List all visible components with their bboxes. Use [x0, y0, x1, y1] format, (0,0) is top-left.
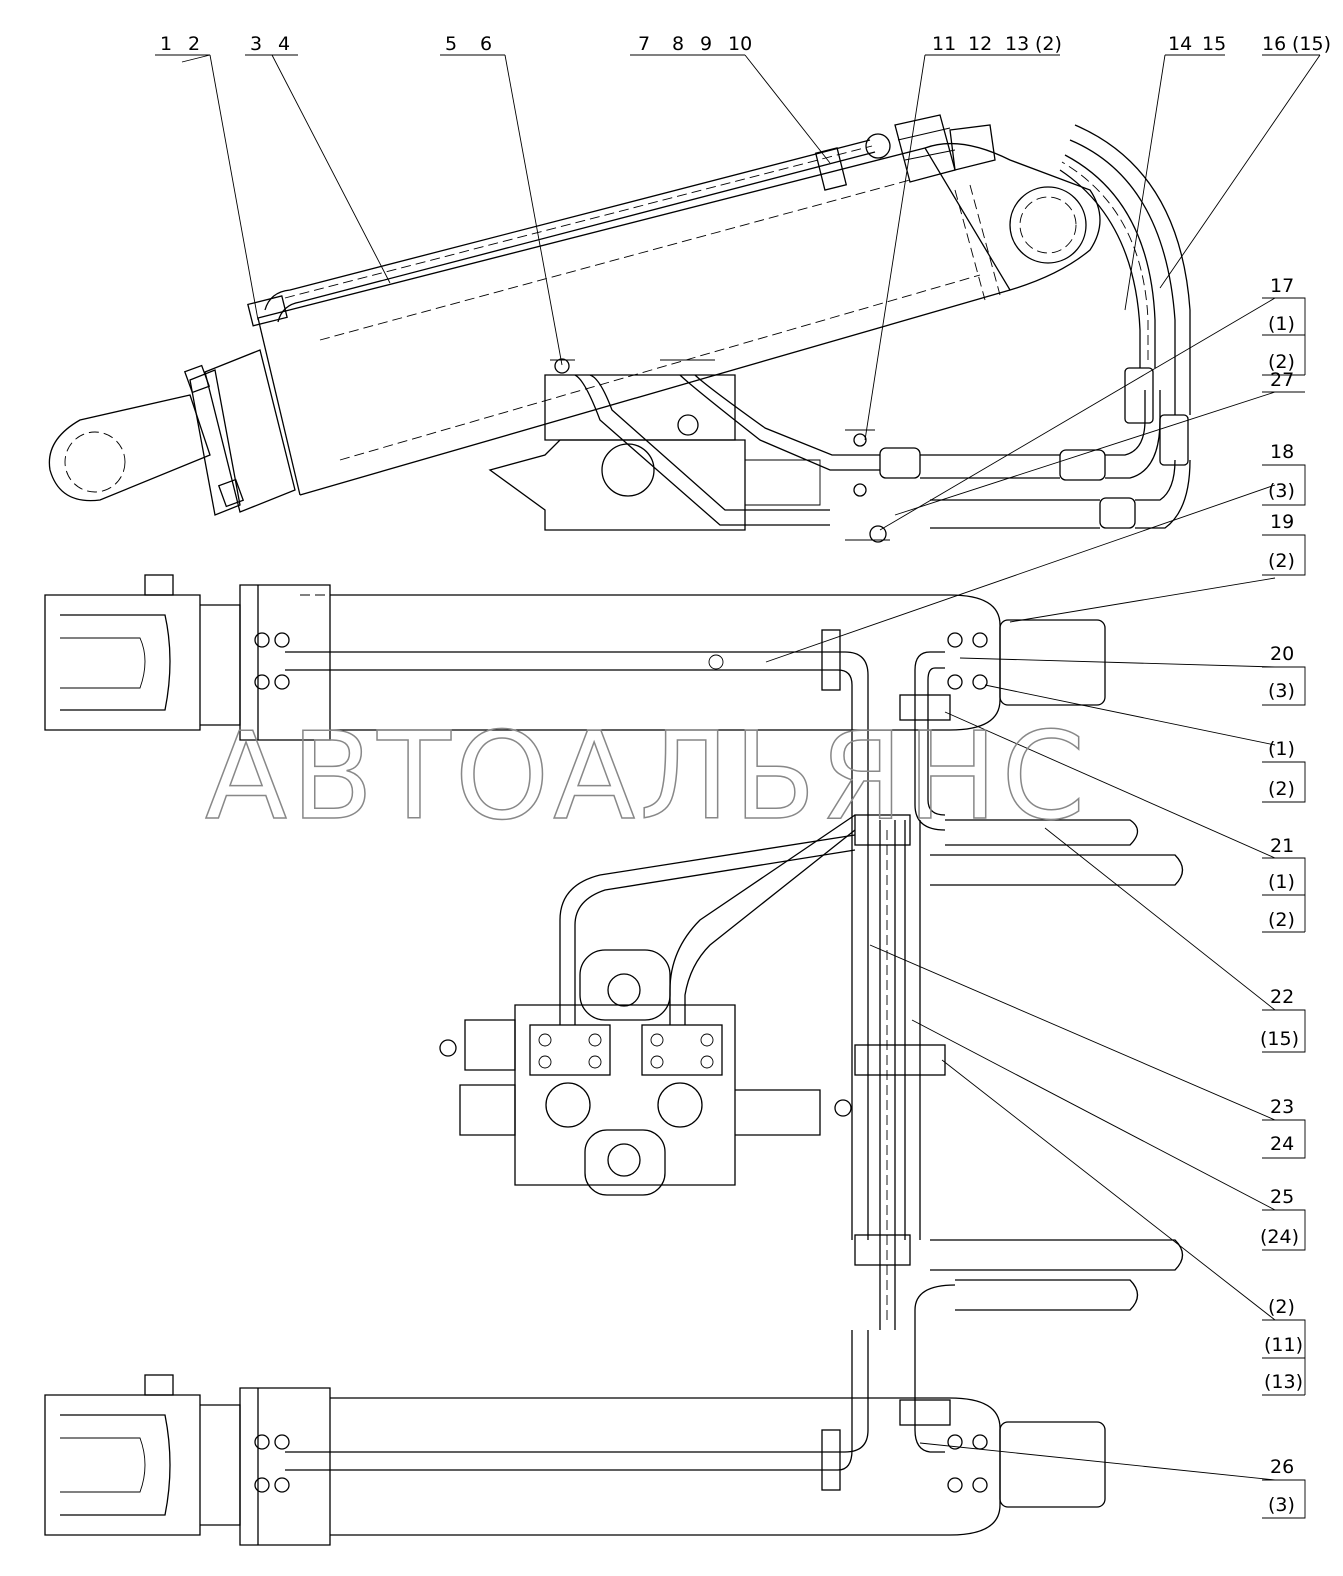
- callout-17: 17 (1) (2): [1262, 275, 1306, 376]
- svg-text:(3): (3): [1268, 480, 1295, 502]
- svg-text:22: 22: [1270, 986, 1294, 1008]
- svg-text:(2): (2): [1268, 1296, 1295, 1318]
- callout-9: 9: [700, 33, 712, 55]
- callout-13-ref: (2): [1035, 33, 1062, 55]
- callout-27: 27: [1262, 369, 1305, 393]
- callout-7: 7: [638, 33, 650, 55]
- svg-text:(1): (1): [1268, 738, 1295, 760]
- svg-text:20: 20: [1270, 643, 1294, 665]
- leader-lines: [155, 54, 1321, 1481]
- callout-1-2-repeat: (1) (2): [1262, 738, 1306, 803]
- svg-text:17: 17: [1270, 275, 1294, 297]
- callout-18: 18 (3): [1262, 441, 1306, 506]
- side-callouts: 17 (1) (2) 27 18 (3) 19 (2) 20 (3) (1) (…: [1260, 275, 1306, 1519]
- callout-2-11-13: (2) (11) (13): [1262, 1296, 1306, 1396]
- callout-26: 26 (3): [1262, 1456, 1306, 1519]
- callout-3: 3: [250, 33, 262, 55]
- svg-text:(3): (3): [1268, 680, 1295, 702]
- callout-23-24: 23 24: [1262, 1096, 1306, 1159]
- callout-16: 16: [1262, 33, 1286, 55]
- callout-21: 21 (1) (2): [1262, 835, 1306, 933]
- svg-text:25: 25: [1270, 1186, 1294, 1208]
- svg-text:(2): (2): [1268, 550, 1295, 572]
- svg-text:21: 21: [1270, 835, 1294, 857]
- callout-25: 25 (24): [1260, 1186, 1306, 1251]
- svg-text:(1): (1): [1268, 871, 1295, 893]
- svg-text:(24): (24): [1260, 1226, 1299, 1248]
- callout-16-ref: (15): [1292, 33, 1331, 55]
- distributor-valve: [439, 814, 1184, 1330]
- svg-text:19: 19: [1270, 511, 1294, 533]
- svg-text:26: 26: [1270, 1456, 1294, 1478]
- svg-text:(2): (2): [1268, 351, 1295, 373]
- callout-5: 5: [445, 33, 457, 55]
- callout-4: 4: [278, 33, 290, 55]
- top-cylinder-assembly: [48, 114, 1191, 543]
- top-callouts: 1 2 3 4 5 6 7 8 9 10 11 12 13 (2) 14 15 …: [160, 33, 1331, 55]
- callout-11: 11: [932, 33, 956, 55]
- callout-19: 19 (2): [1262, 511, 1306, 576]
- callout-1: 1: [160, 33, 172, 55]
- svg-text:27: 27: [1270, 369, 1294, 391]
- svg-text:(1): (1): [1268, 313, 1295, 335]
- middle-cylinder-assembly: [44, 574, 1106, 1240]
- svg-text:(2): (2): [1268, 778, 1295, 800]
- callout-22: 22 (15): [1260, 986, 1306, 1053]
- svg-text:18: 18: [1270, 441, 1294, 463]
- svg-text:(13): (13): [1264, 1371, 1303, 1393]
- bottom-cylinder-assembly: [44, 1284, 1106, 1546]
- svg-text:(15): (15): [1260, 1028, 1299, 1050]
- callout-15: 15: [1202, 33, 1226, 55]
- callout-13: 13: [1005, 33, 1029, 55]
- svg-text:(2): (2): [1268, 909, 1295, 931]
- callout-20: 20 (3): [1262, 643, 1306, 706]
- callout-12: 12: [968, 33, 992, 55]
- svg-text:(11): (11): [1264, 1334, 1303, 1356]
- svg-text:(3): (3): [1268, 1494, 1295, 1516]
- watermark: АВТОАЛЬЯНС: [205, 708, 1089, 847]
- callout-8: 8: [672, 33, 684, 55]
- svg-text:23: 23: [1270, 1096, 1294, 1118]
- callout-14: 14: [1168, 33, 1192, 55]
- callout-2: 2: [188, 33, 200, 55]
- svg-text:24: 24: [1270, 1133, 1294, 1155]
- callout-10: 10: [728, 33, 752, 55]
- callout-6: 6: [480, 33, 492, 55]
